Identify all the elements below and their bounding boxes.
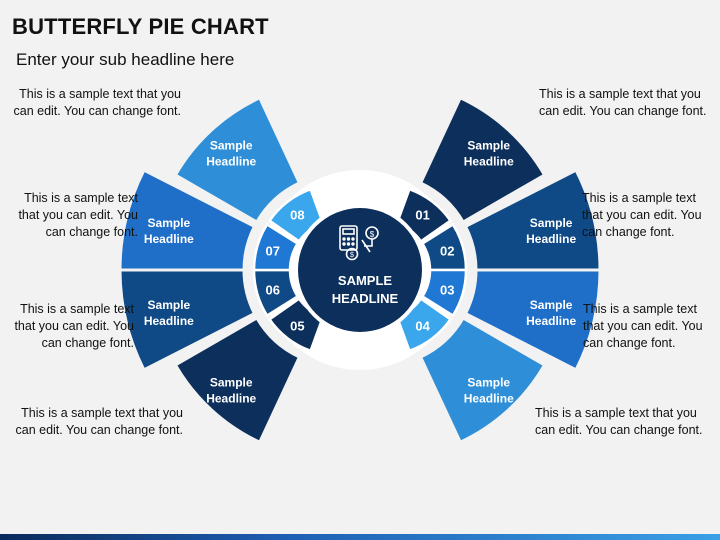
description-01: This is a sample text that you can edit.… (539, 87, 707, 118)
center-headline-line1: SAMPLE (337, 273, 393, 288)
number-label-06: 06 (265, 282, 279, 297)
description-03: This is a sample text that you can edit.… (583, 302, 703, 350)
svg-text:$: $ (350, 252, 354, 259)
wing-shape-07 (118, 168, 257, 272)
description-04: This is a sample text that you can edit.… (535, 406, 703, 437)
center-headline-line2: HEADLINE (331, 291, 399, 306)
wing-headline-line1: Sample (210, 376, 253, 390)
center-headline: SAMPLE HEADLINE (310, 272, 420, 308)
number-label-03: 03 (440, 282, 454, 297)
number-label-07: 07 (265, 244, 279, 259)
wing-headline-line2: Headline (206, 392, 256, 406)
calculator-finance-icon: $$ (339, 225, 379, 261)
wing-headline-line1: Sample (210, 138, 253, 152)
wing-headline-line2: Headline (144, 232, 194, 246)
svg-text:$: $ (370, 230, 375, 239)
wing-headline-line1: Sample (148, 298, 191, 312)
wing-headline-line1: Sample (467, 138, 510, 152)
wing-headline-line1: Sample (467, 376, 510, 390)
wing-shape-05 (173, 315, 302, 445)
number-segment-03: 03 (420, 268, 468, 318)
wing-headline-line1: Sample (530, 298, 573, 312)
wing-shape-01 (418, 95, 547, 225)
wing-headline-line1: Sample (530, 216, 573, 230)
wing-shape-08 (173, 95, 302, 225)
number-label-02: 02 (440, 244, 454, 259)
number-segment-07: 07 (252, 222, 300, 272)
description-08: This is a sample text that you can edit.… (13, 87, 182, 118)
number-label-08: 08 (290, 207, 304, 222)
description-07: This is a sample text that you can edit.… (18, 191, 138, 239)
center-disc (298, 208, 422, 332)
number-label-05: 05 (290, 319, 304, 334)
wing-headline-line2: Headline (206, 154, 256, 168)
number-label-04: 04 (415, 319, 430, 334)
description-06: This is a sample text that you can edit.… (14, 302, 134, 350)
wing-headline-line2: Headline (526, 232, 576, 246)
wing-headline-line2: Headline (464, 154, 514, 168)
page-subtitle: Enter your sub headline here (16, 50, 235, 69)
wing-headline-line2: Headline (144, 314, 194, 328)
wing-headline-line1: Sample (148, 216, 191, 230)
wing-shape-03 (463, 268, 602, 372)
description-02: This is a sample text that you can edit.… (582, 191, 702, 239)
number-label-01: 01 (415, 207, 429, 222)
wing-shape-04 (418, 315, 547, 445)
number-shape-03 (420, 268, 468, 318)
wing-headline-line2: Headline (464, 392, 514, 406)
page-title: BUTTERFLY PIE CHART (12, 14, 269, 39)
wing-headline-line2: Headline (526, 314, 576, 328)
description-05: This is a sample text that you can edit.… (15, 406, 184, 437)
footer-accent-bar (0, 534, 720, 540)
number-shape-07 (252, 222, 300, 272)
